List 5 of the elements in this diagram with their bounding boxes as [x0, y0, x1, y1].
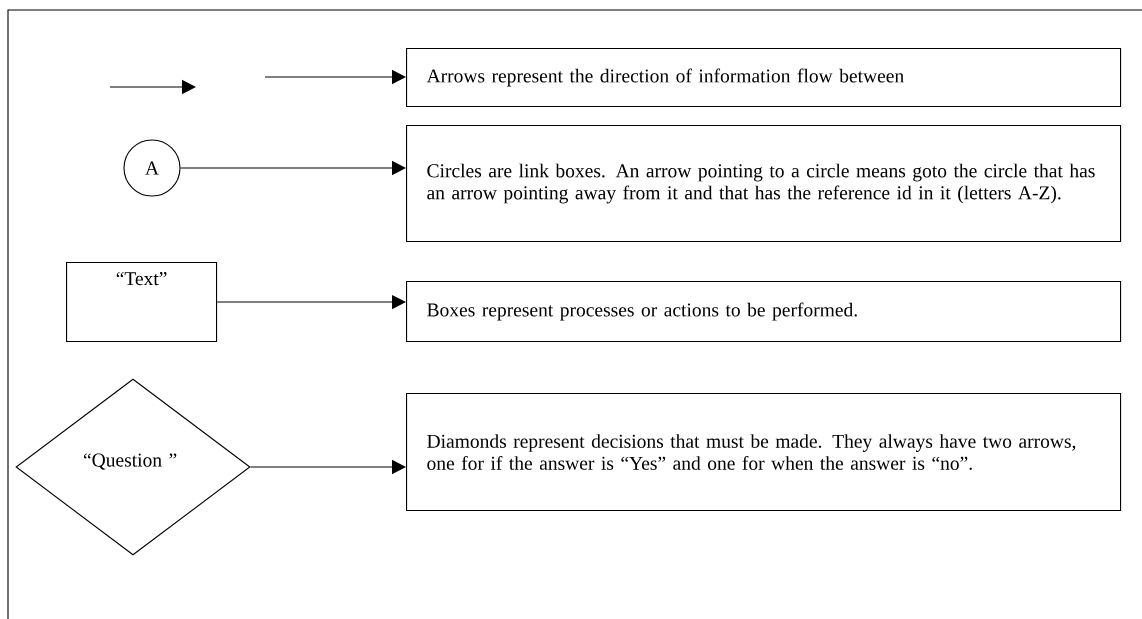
explanation-box: Boxes represent processes or actions to be performed. [406, 281, 1122, 343]
explanation-box: Diamonds represent decisions that must be made. They always have two arrows, one for if the answer is “Yes” and one for when the answer is “no”. [406, 393, 1122, 512]
explanation-box: Circles are link boxes. An arrow pointing to a circle means goto the circle that has an arrow pointing away from it and that has the reference id in it (letters A-Z). [406, 125, 1122, 243]
process-box: “Text” [66, 262, 218, 343]
explanation-box: Arrows represent the direction of information flow between [406, 48, 1122, 108]
